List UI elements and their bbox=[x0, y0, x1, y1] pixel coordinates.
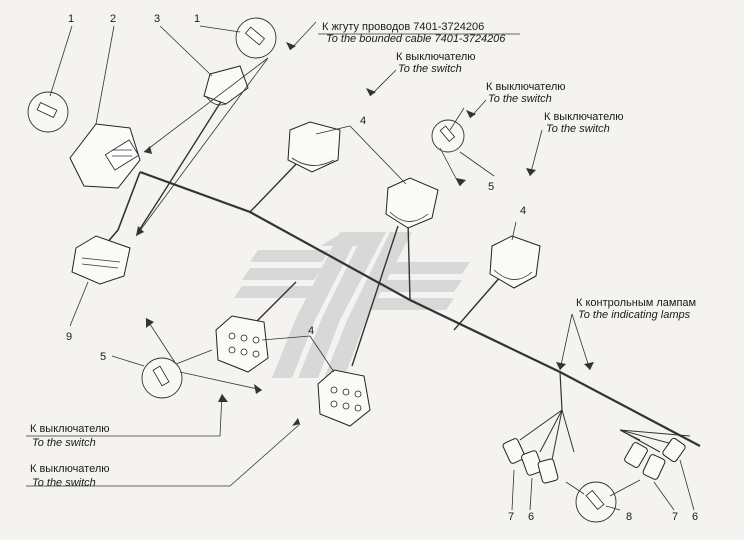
connector-9 bbox=[71, 235, 131, 285]
callout-8: 8 bbox=[626, 511, 632, 523]
multipin-connector-a bbox=[215, 315, 269, 373]
label-lamps-ru: К контрольным лампам bbox=[576, 297, 696, 309]
terminal-detail-1 bbox=[27, 91, 69, 133]
label-switch-en-2: To the switch bbox=[488, 93, 552, 105]
label-switch-ru-4: К выключателю bbox=[30, 423, 110, 435]
switch-connector-b bbox=[385, 177, 439, 229]
lamp-plugs-left bbox=[502, 438, 559, 484]
connector-3 bbox=[203, 65, 249, 106]
label-switch-ru-2: К выключателю bbox=[486, 81, 566, 93]
callout-4-top: 4 bbox=[360, 115, 366, 127]
terminal-detail-1b bbox=[235, 17, 277, 59]
callout-5-top: 5 bbox=[488, 181, 494, 193]
terminal-detail-8 bbox=[575, 481, 617, 523]
arrow-heads bbox=[136, 42, 594, 426]
terminal-detail-5-top bbox=[431, 119, 465, 153]
lamp-plugs-right bbox=[624, 437, 686, 480]
callout-5-bottom: 5 bbox=[100, 351, 106, 363]
callout-2: 2 bbox=[110, 13, 116, 25]
callout-4-middle: 4 bbox=[308, 325, 314, 337]
label-bundled-cable-ru: К жгуту проводов 7401-3724206 bbox=[322, 21, 484, 33]
label-switch-ru-3: К выключателю bbox=[544, 111, 624, 123]
label-switch-en-3: To the switch bbox=[546, 123, 610, 135]
label-switch-en-1: To the switch bbox=[398, 63, 462, 75]
callout-4-right: 4 bbox=[520, 205, 526, 217]
callout-6-left: 6 bbox=[528, 511, 534, 523]
leader-lines bbox=[26, 21, 695, 511]
label-switch-ru-5: К выключателю bbox=[30, 463, 110, 475]
watermark-logo bbox=[234, 232, 470, 378]
callout-9: 9 bbox=[66, 331, 72, 343]
switch-connector-c bbox=[489, 235, 541, 289]
label-switch-ru-1: К выключателю bbox=[396, 51, 476, 63]
callout-3: 3 bbox=[154, 13, 160, 25]
label-switch-en-5: To the switch bbox=[32, 477, 96, 489]
switch-connector-a bbox=[287, 121, 341, 173]
label-bundled-cable-en: To the bounded cable 7401-3724206 bbox=[326, 33, 506, 45]
label-switch-en-4: To the switch bbox=[32, 437, 96, 449]
callout-7-right: 7 bbox=[672, 511, 678, 523]
terminal-detail-5-bottom bbox=[141, 357, 183, 399]
callout-7-left: 7 bbox=[508, 511, 514, 523]
callout-6-right: 6 bbox=[692, 511, 698, 523]
label-lamps-en: To the indicating lamps bbox=[578, 309, 691, 321]
connector-2 bbox=[69, 123, 141, 189]
callout-1-left: 1 bbox=[68, 13, 74, 25]
multipin-connector-b bbox=[317, 369, 371, 427]
callout-1-top: 1 bbox=[194, 13, 200, 25]
